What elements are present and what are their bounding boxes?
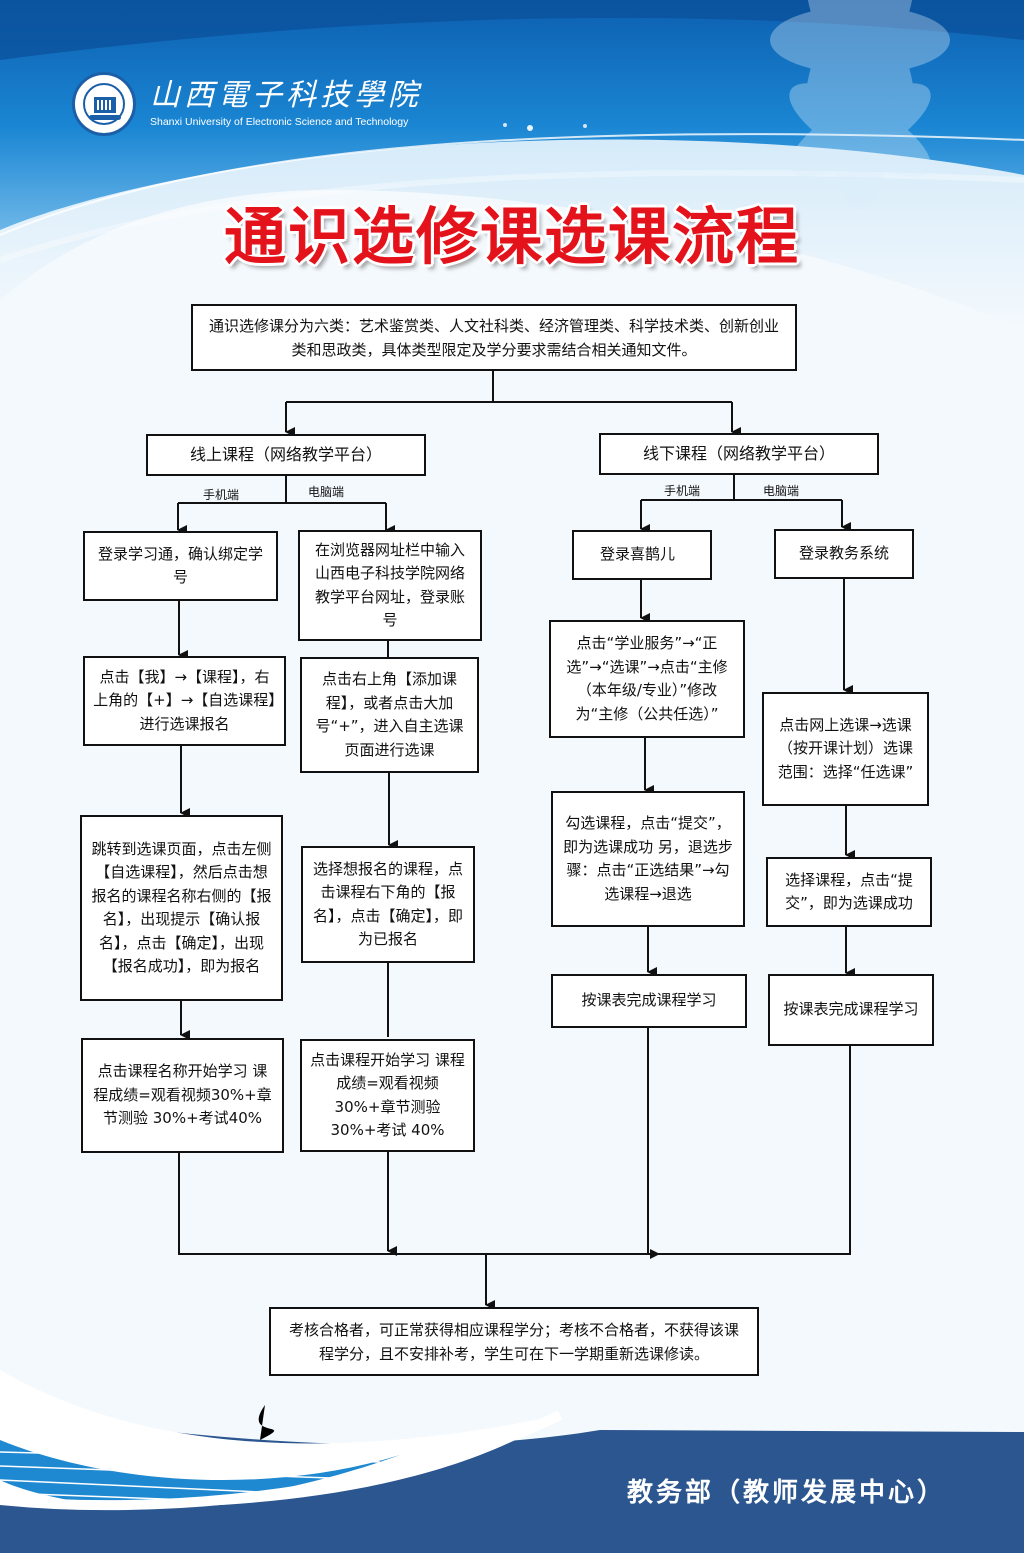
offline-course-heading: 线下课程（网络教学平台） — [599, 433, 879, 475]
school-seal-icon — [72, 72, 136, 136]
offline-mobile-step-3: 勾选课程，点击“提交”，即为选课成功 另，退选步骤：点击“正选结果”→勾选课程→… — [551, 791, 745, 927]
flower-decoration — [770, 0, 950, 210]
offline-pc-step-3: 选择课程，点击“提交”，即为选课成功 — [766, 857, 932, 927]
offline-mobile-step-4: 按课表完成课程学习 — [551, 974, 747, 1028]
offline-pc-step-4: 按课表完成课程学习 — [768, 974, 934, 1046]
online-mobile-step-1: 登录学习通，确认绑定学号 — [83, 531, 278, 601]
intro-box: 通识选修课分为六类：艺术鉴赏类、人文社科类、经济管理类、科学技术类、创新创业类和… — [191, 304, 797, 371]
offline-mobile-step-2: 点击“学业服务”→“正选”→“选课”→点击“主修（本年级/专业）”修改为“主修（… — [549, 620, 745, 738]
school-name-en: Shanxi University of Electronic Science … — [150, 116, 409, 128]
offline-pc-label: 电脑端 — [763, 484, 800, 498]
offline-mobile-step-1: 登录喜鹊儿 — [572, 530, 712, 580]
offline-pc-step-1: 登录教务系统 — [774, 529, 914, 579]
online-pc-label: 电脑端 — [308, 485, 345, 499]
online-mobile-step-2: 点击【我】→【课程】，右上角的【+】→【自选课程】进行选课报名 — [83, 656, 286, 746]
online-pc-step-2: 点击右上角【添加课程】，或者点击大加号“+”，进入自主选课页面进行选课 — [300, 657, 479, 773]
online-pc-step-1: 在浏览器网址栏中输入山西电子科技学院网络教学平台网址，登录账号 — [298, 530, 482, 641]
connector — [650, 1045, 851, 1259]
online-pc-step-4: 点击课程开始学习 课程成绩=观看视频30%+章节测验 30%+考试 40% — [300, 1039, 475, 1152]
offline-pc-step-2: 点击网上选课→选课（按开课计划）选课范围：选择“任选课” — [762, 692, 929, 806]
school-logo: 山西電子科技學院 Shanxi University of Electronic… — [72, 72, 422, 136]
blue-stripes — [0, 1405, 400, 1506]
offline-mobile-label: 手机端 — [664, 484, 701, 498]
connector — [178, 1152, 849, 1255]
online-pc-step-3: 选择想报名的课程，点击课程右下角的【报名】，点击【确定】，即为已报名 — [301, 846, 475, 963]
online-mobile-step-3: 跳转到选课页面，点击左侧【自选课程】，然后点击想报名的课程名称右侧的【报名】，出… — [80, 815, 283, 1001]
page-title: 通识选修课选课流程 — [223, 200, 800, 273]
online-course-heading: 线上课程（网络教学平台） — [146, 434, 426, 476]
school-name-cn: 山西電子科技學院 — [150, 78, 422, 113]
online-mobile-label: 手机端 — [203, 488, 240, 502]
result-box: 考核合格者，可正常获得相应课程学分；考核不合格者，不获得该课程学分，且不安排补考… — [269, 1307, 759, 1376]
online-mobile-step-4: 点击课程名称开始学习 课程成绩=观看视频30%+章节测验 30%+考试40% — [81, 1038, 284, 1153]
footer-department: 教务部（教师发展中心） — [627, 1478, 947, 1508]
